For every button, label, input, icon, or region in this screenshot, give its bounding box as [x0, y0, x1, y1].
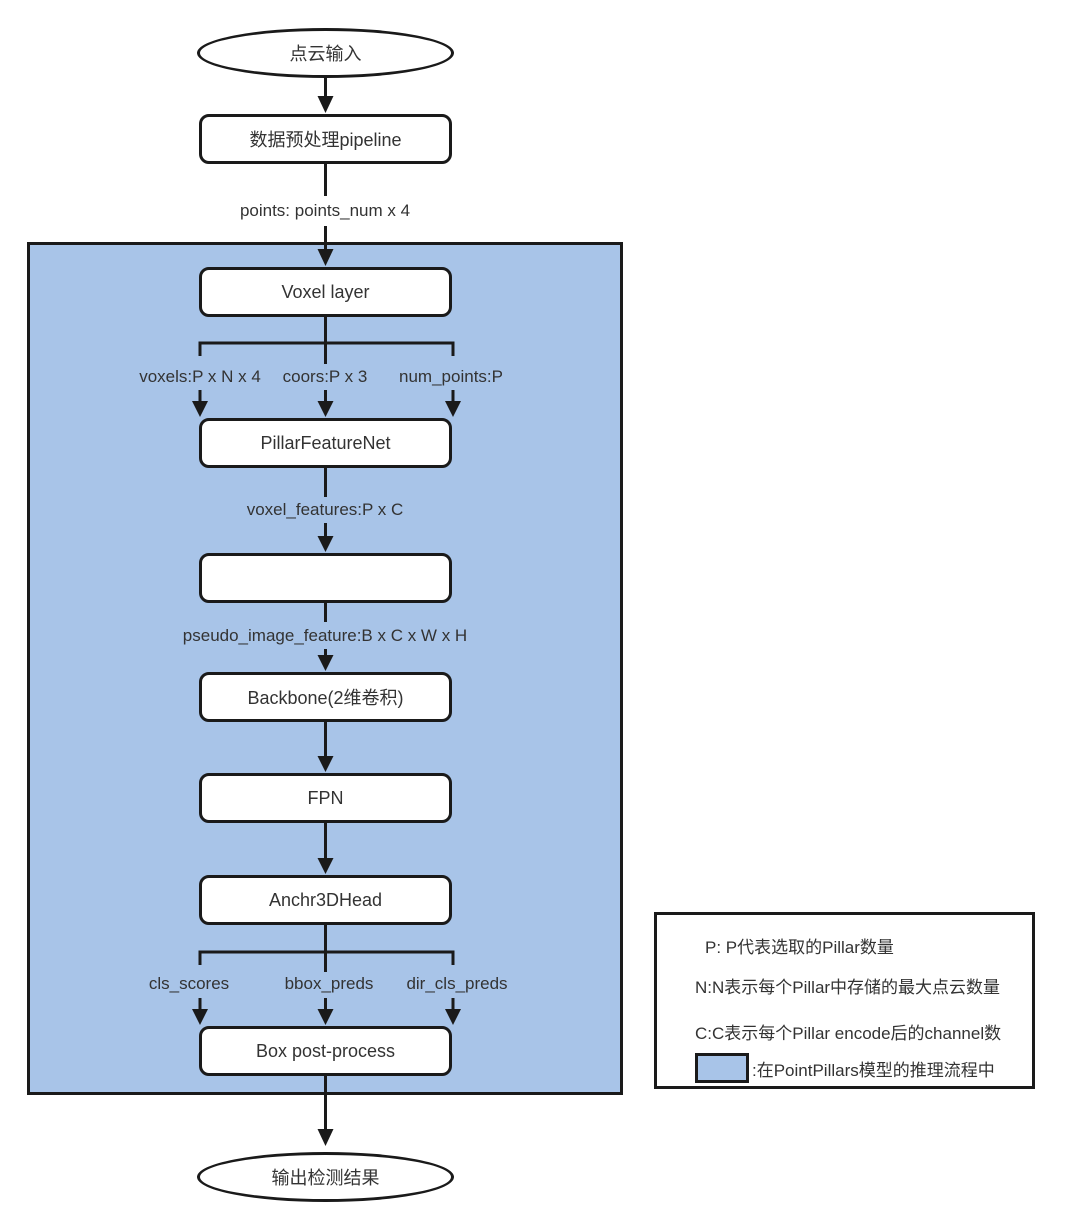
edge-label-cls-scores: cls_scores	[148, 974, 230, 993]
node-backbone-label: Backbone(2维卷积)	[247, 688, 404, 708]
node-output-result-label: 输出检测结果	[271, 1168, 380, 1188]
edge-label-coors: coors:P x 3	[282, 367, 368, 386]
legend-region-label: :在PointPillars模型的推理流程中	[752, 1060, 995, 1080]
node-point-cloud-input-label: 点云输入	[289, 44, 362, 64]
legend-item-n: N:N表示每个Pillar中存储的最大点云数量	[695, 978, 1001, 997]
node-fpn: FPN	[199, 773, 452, 823]
node-preprocess-pipeline-label: 数据预处理pipeline	[249, 130, 402, 150]
edge-label-dir-cls-preds: dir_cls_preds	[406, 974, 508, 993]
edge-label-voxel-features: voxel_features:P x C	[246, 500, 404, 519]
node-voxel-layer: Voxel layer	[199, 267, 452, 317]
legend-item-c: C:C表示每个Pillar encode后的channel数	[695, 1024, 1002, 1043]
legend-region-swatch	[695, 1053, 749, 1083]
edge-label-bbox-preds: bbox_preds	[284, 974, 374, 993]
node-box-post-process-label: Box post-process	[255, 1040, 396, 1061]
edge-label-pseudo-image-feature: pseudo_image_feature:B x C x W x H	[182, 626, 468, 645]
edge-label-num-points: num_points:P	[399, 367, 503, 386]
node-voxel-layer-label: Voxel layer	[281, 281, 370, 302]
node-anchor3d-head: Anchr3DHead	[199, 875, 452, 925]
node-output-result: 输出检测结果	[197, 1152, 454, 1202]
legend-box: P: P代表选取的Pillar数量 N:N表示每个Pillar中存储的最大点云数…	[654, 912, 1035, 1089]
edge-label-voxels: voxels:P x N x 4	[139, 367, 261, 386]
node-point-cloud-input: 点云输入	[197, 28, 454, 78]
node-backbone: Backbone(2维卷积)	[199, 672, 452, 722]
node-fpn-label: FPN	[307, 787, 344, 808]
node-point-pillars-scatter	[199, 553, 452, 603]
node-pillar-feature-net-label: PillarFeatureNet	[260, 432, 391, 453]
node-preprocess-pipeline: 数据预处理pipeline	[199, 114, 452, 164]
node-anchor3d-head-label: Anchr3DHead	[268, 889, 383, 910]
node-box-post-process: Box post-process	[199, 1026, 452, 1076]
legend-item-p: P: P代表选取的Pillar数量	[705, 938, 894, 957]
legend-item-region: :在PointPillars模型的推理流程中	[695, 1053, 995, 1083]
edge-label-points: points: points_num x 4	[239, 201, 411, 220]
node-pillar-feature-net: PillarFeatureNet	[199, 418, 452, 468]
